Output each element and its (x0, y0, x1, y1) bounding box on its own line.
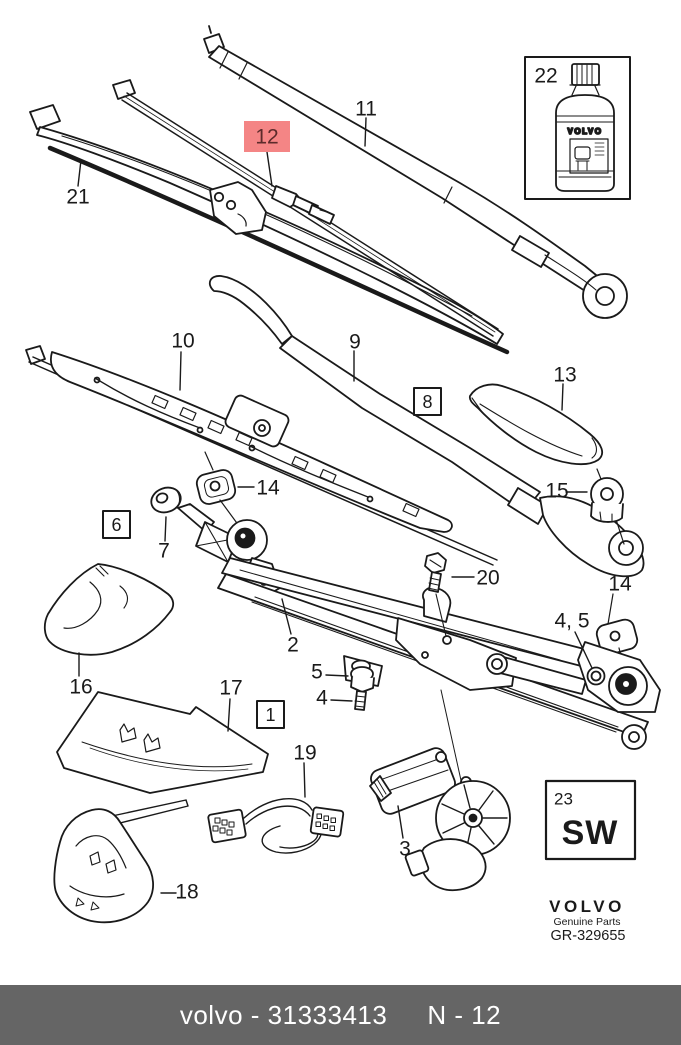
part-19-harness (207, 798, 345, 854)
callout-20: 20 (476, 567, 499, 590)
callout-8-box (413, 387, 442, 416)
callout-10: 10 (171, 330, 194, 353)
part-10-wiper-blade (25, 345, 498, 566)
callout-8: 8 (422, 392, 432, 412)
volvo-logo: VOLVO (549, 897, 625, 916)
callout-3: 3 (399, 838, 411, 861)
callout-2: 2 (287, 634, 299, 657)
callout-21: 21 (66, 186, 89, 209)
bottle-brand-label: VOLVO (568, 127, 603, 136)
callout-14-right: 14 (608, 573, 632, 596)
footer-bar: volvo - 31333413 N - 12 (0, 985, 681, 1045)
callout-11: 11 (355, 98, 377, 121)
bottle-cap (571, 63, 600, 86)
callout-18: 18 (175, 881, 198, 904)
callout-5: 5 (311, 661, 323, 684)
part-20-bolt (424, 552, 447, 637)
part-12-blade-refill (112, 79, 499, 337)
branding-block: VOLVO Genuine Parts GR-329655 (549, 897, 625, 944)
leader-lines (77, 117, 593, 894)
footer-page-number: N - 12 (427, 999, 502, 1030)
callout-9: 9 (349, 331, 361, 354)
part-17-cowl-panel (56, 691, 269, 794)
callout-22: 22 (534, 65, 557, 88)
car-icon (574, 146, 591, 160)
callout-7: 7 (158, 540, 170, 563)
callout-12[interactable]: 12 (255, 126, 278, 149)
part-3-motor (369, 689, 511, 892)
callout-4: 4 (316, 687, 328, 710)
callout-1-box (256, 700, 285, 729)
gr-code: GR-329655 (551, 928, 626, 944)
callout-17: 17 (219, 677, 242, 700)
sw-box-frame (544, 779, 637, 861)
wiper-parts-diagram: VOLVO (25, 25, 661, 944)
callout-16: 16 (69, 676, 92, 699)
part-11-wiper-arm (203, 25, 628, 319)
boxed-callouts: 6 8 1 (102, 387, 442, 729)
bottle-label-panel (569, 138, 609, 174)
part-7-grommet (150, 486, 182, 514)
part-22-box (524, 56, 631, 200)
sw-code: SW (562, 814, 619, 852)
part-14-pad-right (595, 593, 639, 677)
part-14-pad-left (195, 451, 243, 531)
part-18-cover (53, 799, 189, 924)
part-16-cover (43, 563, 175, 656)
callout-13: 13 (553, 364, 576, 387)
callout-15: 15 (545, 480, 568, 503)
callout-6-box (102, 510, 131, 539)
callout-4-5: 4, 5 (554, 610, 589, 633)
part-15-nut (590, 468, 625, 545)
part-13-arm-cover (468, 383, 604, 466)
callout-14-left: 14 (256, 477, 280, 500)
callout-12-highlight[interactable] (244, 121, 290, 152)
callout-19: 19 (293, 742, 316, 765)
genuine-parts-label: Genuine Parts (553, 916, 620, 928)
part-21-wiper-blade (29, 104, 510, 355)
part-22-washer-fluid: VOLVO (524, 56, 631, 200)
part-9-wiper-arm (208, 275, 645, 578)
part-2-linkage-frame (217, 557, 661, 750)
callout-6: 6 (111, 515, 121, 535)
part-23-sw-box: 23 SW (544, 779, 637, 861)
callout-1: 1 (265, 705, 275, 725)
callout-23: 23 (554, 790, 573, 809)
part-4-5-bolt (350, 659, 375, 711)
footer-part-number: volvo - 31333413 (179, 999, 388, 1030)
